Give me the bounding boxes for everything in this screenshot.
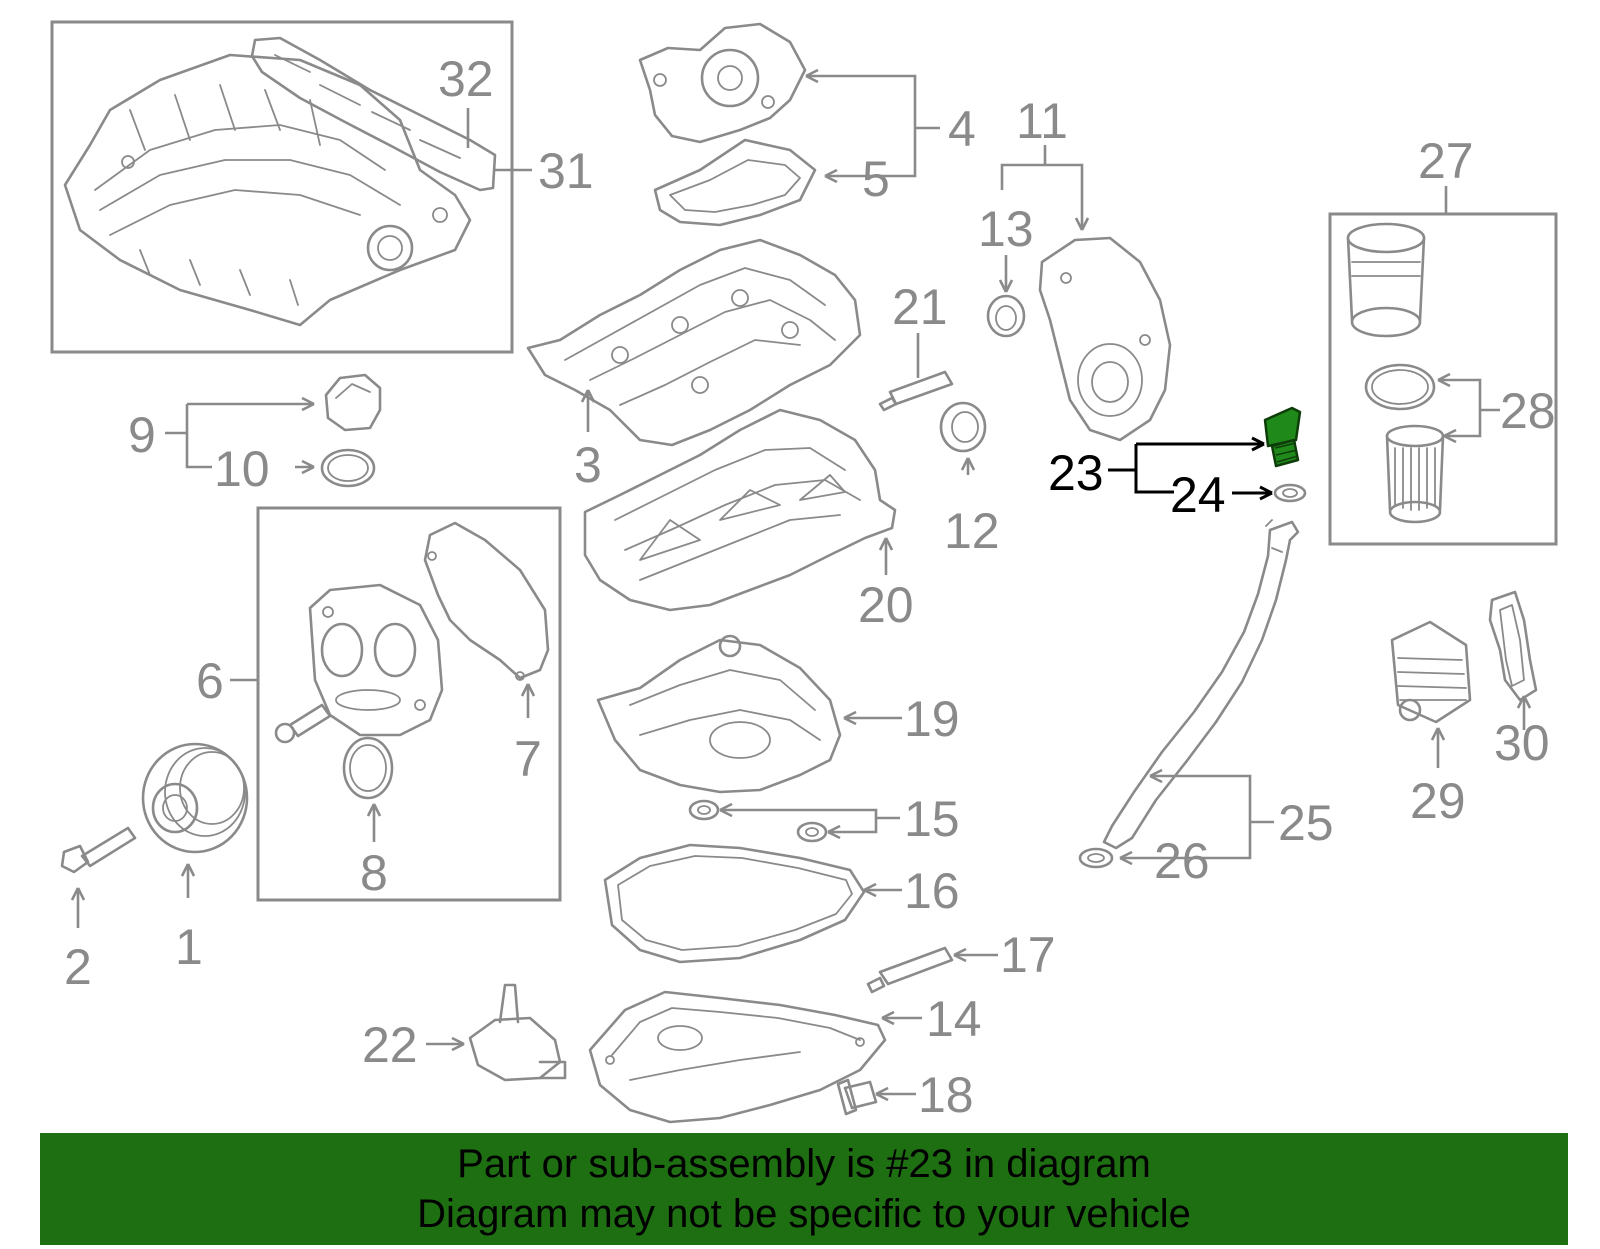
callout-10: 10	[214, 441, 270, 497]
dipstick-guide-tube-25[interactable]	[1102, 519, 1300, 850]
drain-plug-18[interactable]	[836, 1078, 878, 1116]
top-cover-gasket[interactable]	[653, 138, 817, 227]
callout-14: 14	[926, 991, 982, 1047]
seal-8[interactable]	[342, 736, 394, 800]
callout-30: 30	[1494, 715, 1550, 771]
callout-11: 11	[1016, 93, 1068, 149]
cylinder-head[interactable]	[583, 408, 897, 612]
leader-28	[1440, 378, 1500, 438]
callout-29: 29	[1410, 773, 1466, 829]
pulley-bolt-2[interactable]	[60, 826, 137, 874]
crankshaft-pulley-1[interactable]	[141, 742, 249, 854]
oil-pan-gasket-16[interactable]	[603, 843, 866, 964]
washer-15a[interactable]	[688, 799, 720, 821]
oil-level-sensor-22[interactable]	[468, 983, 567, 1082]
timing-cover[interactable]	[1038, 236, 1172, 442]
callout-2: 2	[64, 939, 92, 995]
oil-filler-cap-9[interactable]	[324, 373, 382, 432]
top-cover[interactable]	[638, 22, 807, 144]
callout-25: 25	[1278, 795, 1334, 851]
filter-o-ring-28[interactable]	[1364, 363, 1436, 411]
callout-12: 12	[944, 503, 1000, 559]
group-box-oil-filter	[1328, 212, 1558, 546]
oil-cooler-29[interactable]	[1390, 620, 1472, 724]
sealant-tube-21[interactable]	[878, 370, 954, 412]
notice-banner: Part or sub-assembly is #23 in diagram D…	[40, 1133, 1568, 1245]
callout-1: 1	[175, 919, 203, 975]
crankshaft-seal-12[interactable]	[939, 401, 987, 453]
callout-19: 19	[904, 691, 960, 747]
callout-27: 27	[1418, 133, 1474, 189]
oil-filter-element-28[interactable]	[1385, 424, 1445, 524]
oil-pan-baffle-19[interactable]	[596, 634, 842, 794]
callout-20: 20	[858, 577, 914, 633]
intake-gasket[interactable]	[250, 36, 497, 192]
callout-15: 15	[904, 791, 960, 847]
leader-4	[806, 74, 940, 178]
callout-18: 18	[918, 1067, 974, 1123]
o-ring-26[interactable]	[1078, 847, 1114, 869]
callout-5: 5	[862, 151, 890, 207]
washer-15b[interactable]	[796, 821, 828, 843]
front-cover-gasket-7[interactable]	[423, 521, 550, 681]
callout-28: 28	[1500, 383, 1556, 439]
front-cover-6[interactable]	[308, 583, 444, 737]
callout-23: 23	[1048, 445, 1104, 501]
plug-13[interactable]	[986, 294, 1026, 338]
cooler-gasket-30[interactable]	[1488, 590, 1538, 702]
lower-oil-pan-14[interactable]	[588, 990, 887, 1124]
callout-8: 8	[360, 845, 388, 901]
callout-6: 6	[196, 653, 224, 709]
callout-17: 17	[1000, 927, 1056, 983]
sealant-tube-17[interactable]	[866, 946, 954, 994]
leader-15	[722, 808, 900, 834]
callout-32: 32	[438, 51, 494, 107]
callout-16: 16	[904, 863, 960, 919]
group-box-timing-cover	[256, 506, 562, 902]
callout-4: 4	[948, 101, 976, 157]
group-box-intake	[50, 20, 514, 354]
leader-25	[1122, 774, 1274, 860]
callout-21: 21	[892, 279, 948, 335]
callout-31: 31	[538, 143, 594, 199]
callout-9: 9	[128, 407, 156, 463]
cap-seal-10[interactable]	[320, 448, 376, 488]
oil-dipstick-guide-cap-23[interactable]	[1263, 406, 1302, 468]
leader-11	[1000, 145, 1084, 228]
seal-ring-24[interactable]	[1273, 483, 1307, 503]
leader-9-10	[165, 402, 312, 469]
oil-filter-housing[interactable]	[1346, 222, 1426, 338]
bolt-6[interactable]	[274, 703, 332, 744]
banner-part-notice: Part or sub-assembly is #23 in diagram	[457, 1142, 1151, 1186]
callout-3: 3	[574, 437, 602, 493]
callout-22: 22	[362, 1017, 418, 1073]
callout-26: 26	[1154, 833, 1210, 889]
callout-7: 7	[514, 731, 542, 787]
leader-23	[1108, 442, 1262, 494]
banner-disclaimer: Diagram may not be specific to your vehi…	[417, 1192, 1191, 1236]
cylinder-head-cover[interactable]	[526, 238, 862, 447]
intake-manifold[interactable]	[63, 53, 472, 327]
callout-24: 24	[1170, 467, 1226, 523]
callout-13: 13	[978, 201, 1034, 257]
